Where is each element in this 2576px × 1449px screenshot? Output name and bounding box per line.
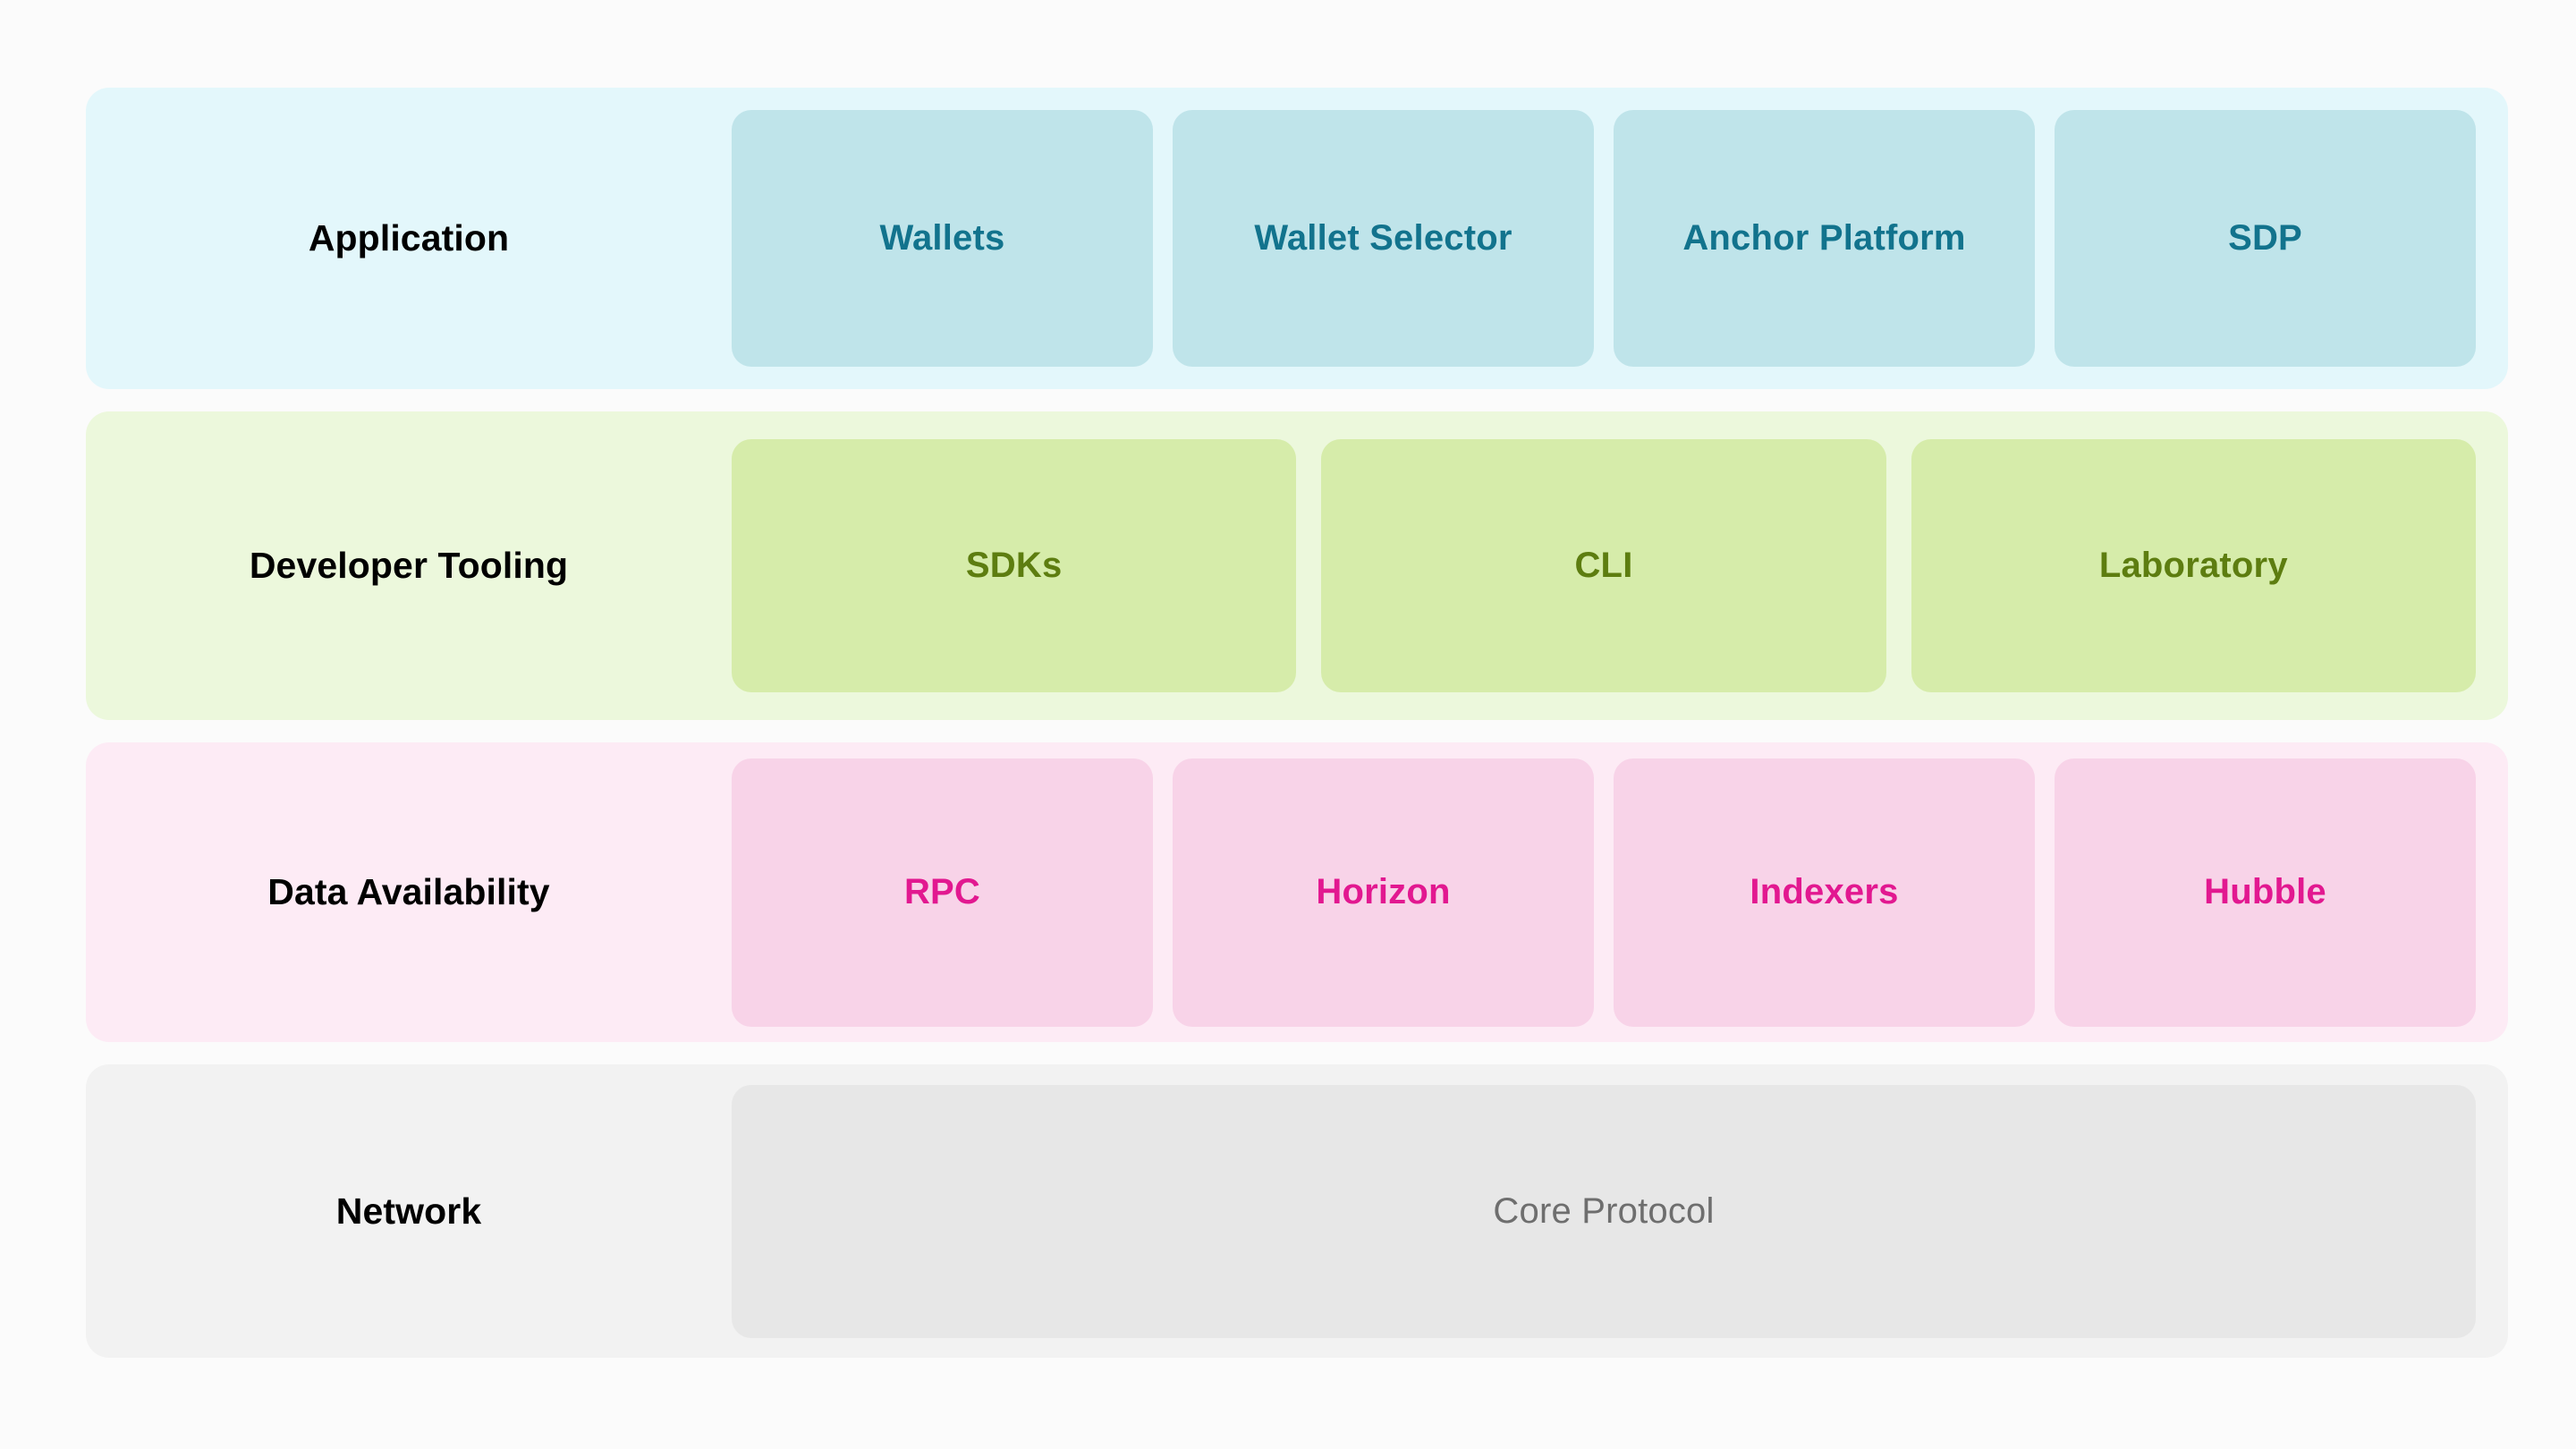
layer-row-application: Application Wallets Wallet Selector Anch… (86, 88, 2508, 389)
tile-track-network: Core Protocol (732, 1064, 2508, 1358)
tile-wallet-selector[interactable]: Wallet Selector (1173, 110, 1594, 367)
tile-indexers[interactable]: Indexers (1614, 758, 2035, 1027)
layer-row-network: Network Core Protocol (86, 1064, 2508, 1358)
layer-label-application: Application (308, 217, 510, 258)
layer-row-developer-tooling: Developer Tooling SDKs CLI Laboratory (86, 411, 2508, 720)
layer-row-data-availability: Data Availability RPC Horizon Indexers H… (86, 742, 2508, 1042)
tile-laboratory[interactable]: Laboratory (1911, 439, 2476, 692)
tile-core-protocol[interactable]: Core Protocol (732, 1084, 2476, 1338)
tile-track-developer-tooling: SDKs CLI Laboratory (732, 411, 2508, 720)
tile-rpc[interactable]: RPC (732, 758, 1153, 1027)
layer-label-network: Network (335, 1190, 482, 1232)
layer-label-developer-tooling: Developer Tooling (249, 545, 569, 586)
tile-track-application: Wallets Wallet Selector Anchor Platform … (732, 88, 2508, 389)
tile-sdks[interactable]: SDKs (732, 439, 1297, 692)
layer-label-data-availability: Data Availability (267, 871, 550, 912)
tile-sdp[interactable]: SDP (2055, 110, 2476, 367)
tile-hubble[interactable]: Hubble (2055, 758, 2476, 1027)
tile-anchor-platform[interactable]: Anchor Platform (1614, 110, 2035, 367)
tile-horizon[interactable]: Horizon (1173, 758, 1594, 1027)
tile-track-data-availability: RPC Horizon Indexers Hubble (732, 742, 2508, 1042)
tile-wallets[interactable]: Wallets (732, 110, 1153, 367)
tile-cli[interactable]: CLI (1321, 439, 1886, 692)
architecture-stack-diagram: Application Wallets Wallet Selector Anch… (86, 88, 2508, 1358)
